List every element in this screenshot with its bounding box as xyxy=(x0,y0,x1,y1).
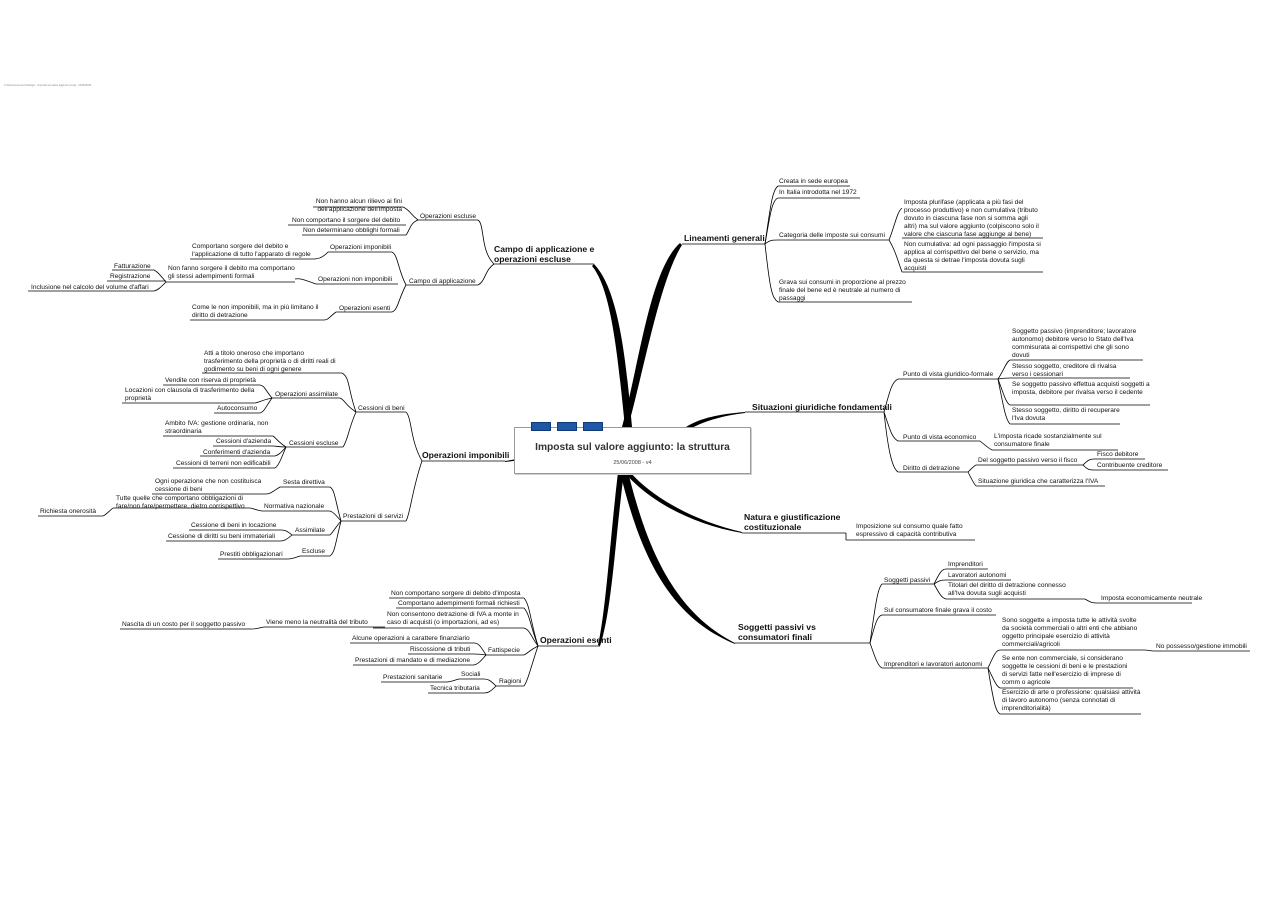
branch-campo xyxy=(592,264,632,427)
node-prestazioni-servizi[interactable]: Prestazioni di servizi xyxy=(343,513,404,520)
node-esenti-item-3[interactable]: Non consentono detrazione di IVA a monte… xyxy=(387,611,519,626)
node-operazioni-assimilate[interactable]: Operazioni assimilate xyxy=(275,391,339,398)
node-campo-applicazione[interactable]: Campo di applicazione xyxy=(409,278,476,285)
node-sesta-text[interactable]: Ogni operazione che non costituisca cess… xyxy=(155,478,262,493)
node-conferimenti-azienda[interactable]: Conferimenti d'azienda xyxy=(203,449,271,456)
node-esenti-item-2[interactable]: Comportano adempimenti formali richiesti xyxy=(398,600,520,607)
node-sede-europea[interactable]: Creata in sede europea xyxy=(779,178,848,185)
node-no-possesso[interactable]: No possesso/gestione immobili xyxy=(1156,643,1247,650)
node-plurifase[interactable]: Imposta plurifase (applicata a più fasi … xyxy=(904,199,1039,238)
sub-connectors xyxy=(28,185,1250,715)
node-cessioni-escluse[interactable]: Cessioni escluse xyxy=(289,440,339,447)
node-autoconsumo[interactable]: Autoconsumo xyxy=(217,405,258,412)
node-fisco-debitore[interactable]: Fisco debitore xyxy=(1097,451,1139,458)
node-non-imponibili-text[interactable]: Non fanno sorgere il debito ma comportan… xyxy=(168,265,295,280)
node-ragioni-sociali[interactable]: Sociali xyxy=(461,671,481,678)
node-imprenditori-item-2[interactable]: Se ente non commerciale, si considerano … xyxy=(1002,655,1128,686)
node-natura-text[interactable]: Imposizione sul consumo quale fatto espr… xyxy=(856,523,963,538)
branch-title-situazioni[interactable]: Situazioni giuridiche fondamentali xyxy=(752,402,892,412)
branch-soggetti xyxy=(620,472,735,644)
node-diritto-detrazione[interactable]: Diritto di detrazione xyxy=(903,465,960,472)
node-normativa-nazionale[interactable]: Normativa nazionale xyxy=(264,503,325,510)
branch-title-esenti[interactable]: Operazioni esenti xyxy=(540,635,612,645)
node-sesta-direttiva[interactable]: Sesta direttiva xyxy=(283,479,325,486)
node-ragioni-tecnica[interactable]: Tecnica tributaria xyxy=(430,685,480,692)
node-italia-1972[interactable]: In Italia introdotta nel 1972 xyxy=(779,189,857,196)
branch-esenti xyxy=(598,472,624,646)
central-title: Imposta sul valore aggiunto: la struttur… xyxy=(535,442,730,453)
node-imprenditori[interactable]: Imprenditori xyxy=(948,561,983,568)
node-economico-text[interactable]: L'imposta ricade sostanzialmente sul con… xyxy=(994,433,1102,448)
node-imprenditori-item-3[interactable]: Esercizio di arte o professione: qualsia… xyxy=(1002,689,1141,712)
node-vendite-riserva[interactable]: Vendite con riserva di proprietà xyxy=(165,377,256,384)
node-operazioni-imponibili[interactable]: Operazioni imponibili xyxy=(330,244,392,251)
branch-title-campo[interactable]: Campo di applicazione e operazioni esclu… xyxy=(494,244,595,264)
node-titolari-detrazione[interactable]: Titolari del diritto di detrazione conne… xyxy=(948,582,1066,597)
node-fatturazione[interactable]: Fatturazione xyxy=(114,263,151,270)
node-formale-item-3[interactable]: Se soggetto passivo effettua acquisti so… xyxy=(1012,381,1150,396)
node-fattispecie-mandato[interactable]: Prestazioni di mandato e di mediazione xyxy=(355,657,471,664)
node-ragioni-sanitarie[interactable]: Prestazioni sanitarie xyxy=(383,674,443,681)
tab-icon xyxy=(583,422,603,431)
node-lavoratori-autonomi[interactable]: Lavoratori autonomi xyxy=(948,572,1007,579)
node-imponibili-text[interactable]: Comportano sorgere del debito e l'applic… xyxy=(192,243,311,258)
node-non-cumulativa[interactable]: Non cumulativa: ad ogni passaggio l'impo… xyxy=(904,241,1041,272)
node-inclusione[interactable]: Inclusione nel calcolo del volume d'affa… xyxy=(31,284,149,291)
node-neutralita[interactable]: Viene meno la neutralità del tributo xyxy=(266,619,368,626)
node-grava-consumi[interactable]: Grava sui consumi in proporzione al prez… xyxy=(779,279,906,302)
node-cessioni-azienda[interactable]: Cessioni d'azienda xyxy=(216,438,272,445)
branch-title-imponibili[interactable]: Operazioni imponibili xyxy=(422,450,510,460)
node-formale-item-4[interactable]: Stesso soggetto, diritto di recuperare l… xyxy=(1012,407,1120,422)
node-cessioni-text[interactable]: Atti a titolo oneroso che importano tras… xyxy=(204,350,336,373)
node-registrazione[interactable]: Registrazione xyxy=(110,273,151,280)
node-giuridico-formale[interactable]: Punto di vista giuridico-formale xyxy=(903,371,994,378)
node-fattispecie-finanziario[interactable]: Alcune operazioni a carattere finanziari… xyxy=(352,635,470,642)
node-ragioni[interactable]: Ragioni xyxy=(499,678,522,685)
node-fattispecie[interactable]: Fattispecie xyxy=(488,647,520,654)
central-date: 25/06/2008 - v4 xyxy=(613,460,652,466)
node-cessioni-terreni[interactable]: Cessioni di terreni non edificabili xyxy=(176,460,271,467)
node-escluse-item-1[interactable]: Non hanno alcun rilievo ai fini dell'app… xyxy=(315,198,402,213)
branch-lineamenti xyxy=(622,243,682,427)
node-imprenditori-item-1[interactable]: Sono soggette a imposta tutte le attivit… xyxy=(1002,617,1138,648)
node-cessione-beni-locazione[interactable]: Cessione di beni in locazione xyxy=(191,522,277,529)
node-locazioni[interactable]: Locazioni con clausola di trasferimento … xyxy=(125,387,255,402)
node-imposta-neutrale[interactable]: Imposta economicamente neutrale xyxy=(1101,595,1203,602)
node-prestiti-obbligazionari[interactable]: Prestiti obbligazionari xyxy=(220,551,283,558)
node-operazioni-escluse[interactable]: Operazioni escluse xyxy=(420,213,477,220)
node-cessioni-di-beni[interactable]: Cessioni di beni xyxy=(358,405,405,412)
node-ambito-iva[interactable]: Ambito IVA: gestione ordinaria, non stra… xyxy=(165,420,269,435)
node-consumatore-finale[interactable]: Sul consumatore finale grava il costo xyxy=(884,607,992,614)
node-operazioni-esenti-campo[interactable]: Operazioni esenti xyxy=(339,305,391,312)
node-cessione-diritti[interactable]: Cessione di diritti su beni immateriali xyxy=(168,533,276,540)
node-formale-item-1[interactable]: Soggetto passivo (imprenditore; lavorato… xyxy=(1012,328,1137,359)
central-topic[interactable]: Imposta sul valore aggiunto: la struttur… xyxy=(514,422,751,474)
node-contribuente-creditore[interactable]: Contribuente creditore xyxy=(1097,462,1163,469)
node-nascita-costo[interactable]: Nascita di un costo per il soggetto pass… xyxy=(122,621,246,628)
node-normativa-text[interactable]: Tutte quelle che comportano obbligazioni… xyxy=(116,495,245,510)
file-path-caption: C:\Documents and Settings\...\Imposta su… xyxy=(4,84,93,87)
node-punto-economico[interactable]: Punto di vista economico xyxy=(903,434,977,441)
node-esenti-item-1[interactable]: Non comportano sorgere di debito d'impos… xyxy=(391,590,521,597)
branch-title-soggetti[interactable]: Soggetti passivi vs consumatori finali xyxy=(738,622,816,642)
node-soggetto-verso-fisco[interactable]: Del soggetto passivo verso il fisco xyxy=(978,457,1078,464)
node-situazione-giuridica[interactable]: Situazione giuridica che caratterizza l'… xyxy=(978,478,1099,485)
node-fattispecie-tributi[interactable]: Riscossione di tributi xyxy=(410,646,471,653)
node-richiesta-onerosita[interactable]: Richiesta onerosità xyxy=(40,508,97,515)
branch-title-lineamenti[interactable]: Lineamenti generali xyxy=(684,233,765,243)
tab-icon xyxy=(531,422,551,431)
node-operazioni-non-imponibili[interactable]: Operazioni non imponibili xyxy=(318,276,393,283)
tab-icon xyxy=(557,422,577,431)
node-escluse-item-3[interactable]: Non determinano obblighi formali xyxy=(303,227,400,234)
node-soggetti-passivi[interactable]: Soggetti passivi xyxy=(884,577,931,584)
node-escluse-item-2[interactable]: Non comportano il sorgere del debito xyxy=(292,217,401,224)
node-categoria-imposte[interactable]: Categoria delle imposte sui consumi xyxy=(779,232,885,239)
node-assimilate[interactable]: Assimilate xyxy=(295,527,326,534)
branch-title-natura[interactable]: Natura e giustificazione costituzionale xyxy=(744,512,841,532)
node-formale-item-2[interactable]: Stesso soggetto, creditore di rivalsa ve… xyxy=(1012,363,1117,378)
node-esenti-text[interactable]: Come le non imponibili, ma in più limita… xyxy=(192,304,319,319)
node-imprenditori-lavoratori[interactable]: Imprenditori e lavoratori autonomi xyxy=(884,661,983,668)
node-escluse-prestazioni[interactable]: Escluse xyxy=(302,548,326,555)
